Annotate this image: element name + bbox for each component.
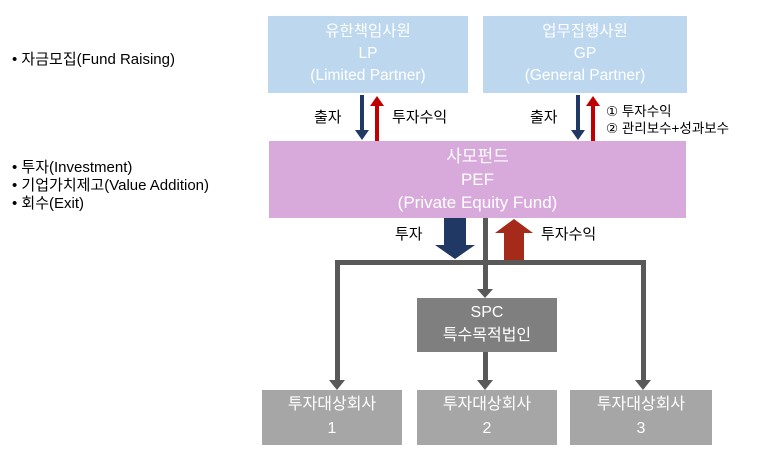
gp-return-label-1: ① 투자수익 — [606, 104, 672, 119]
note-exit: • 회수(Exit) — [12, 195, 85, 212]
pef-return-arrow-head — [495, 219, 533, 233]
lp-return-arrow-head — [370, 96, 384, 106]
lp-name-korean: 유한책임사원 — [325, 23, 411, 40]
lp-name-english: (Limited Partner) — [310, 67, 426, 84]
note-fund-raising: • 자금모집(Fund Raising) — [12, 51, 175, 68]
gp-return-label-2: ② 관리보수+성과보수 — [606, 121, 730, 136]
spc-name-korean: 특수목적법인 — [442, 327, 532, 344]
gp-contribution-arrow-head — [571, 130, 585, 140]
gp-name-korean: 업무집행사원 — [542, 23, 628, 40]
pef-name-korean: 사모펀드 — [446, 147, 509, 166]
target-company-1-number: 1 — [327, 420, 337, 437]
target-company-3-number: 3 — [636, 420, 646, 437]
target-company-2-name: 투자대상회사 — [442, 396, 532, 413]
connector-right-drop — [641, 260, 646, 381]
pef-name-english: (Private Equity Fund) — [397, 193, 558, 212]
gp-contribution-arrow-shaft — [576, 95, 580, 131]
target-company-3-name: 투자대상회사 — [596, 396, 686, 413]
spc-abbreviation: SPC — [470, 304, 504, 321]
gp-return-arrow-head — [586, 96, 600, 106]
connector-spc-drop — [483, 352, 488, 381]
pef-box: 사모펀드 PEF (Private Equity Fund) — [269, 141, 686, 218]
target-company-1-name: 투자대상회사 — [287, 396, 377, 413]
pef-abbreviation: PEF — [460, 170, 495, 189]
connector-spc-arrow-head — [477, 289, 493, 298]
pef-investment-arrow-head — [435, 245, 475, 259]
pef-investment-label: 투자 — [395, 226, 423, 243]
connector-target3-arrow-head — [635, 380, 651, 390]
gp-abbreviation: GP — [573, 45, 597, 62]
gp-contribution-label: 출자 — [530, 109, 558, 126]
pef-return-label: 투자수익 — [541, 226, 597, 243]
lp-box: 유한책임사원 LP (Limited Partner) — [268, 16, 468, 93]
note-investment: • 투자(Investment) — [12, 159, 133, 176]
spc-box: SPC 특수목적법인 — [417, 298, 557, 352]
gp-box: 업무집행사원 GP (General Partner) — [483, 16, 687, 93]
gp-return-arrow-shaft — [591, 106, 595, 141]
connector-target1-arrow-head — [329, 380, 345, 390]
lp-contribution-arrow-head — [355, 130, 369, 140]
target-company-3-box: 투자대상회사 3 — [570, 390, 712, 445]
connector-horizontal-line — [335, 260, 646, 265]
gp-name-english: (General Partner) — [524, 67, 646, 84]
lp-return-arrow-shaft — [375, 106, 379, 141]
connector-center-line — [483, 218, 488, 290]
lp-return-label: 투자수익 — [392, 109, 448, 126]
pef-return-arrow-shaft — [504, 233, 524, 260]
connector-left-drop — [335, 260, 340, 381]
note-value-addition: • 기업가치제고(Value Addition) — [12, 177, 210, 194]
target-company-2-number: 2 — [482, 420, 492, 437]
lp-contribution-arrow-shaft — [360, 95, 364, 131]
target-company-1-box: 투자대상회사 1 — [262, 390, 402, 445]
lp-abbreviation: LP — [358, 45, 378, 62]
connector-target2-arrow-head — [477, 380, 493, 390]
lp-contribution-label: 출자 — [314, 109, 342, 126]
pef-investment-arrow-shaft — [444, 218, 466, 245]
target-company-2-box: 투자대상회사 2 — [417, 390, 557, 445]
